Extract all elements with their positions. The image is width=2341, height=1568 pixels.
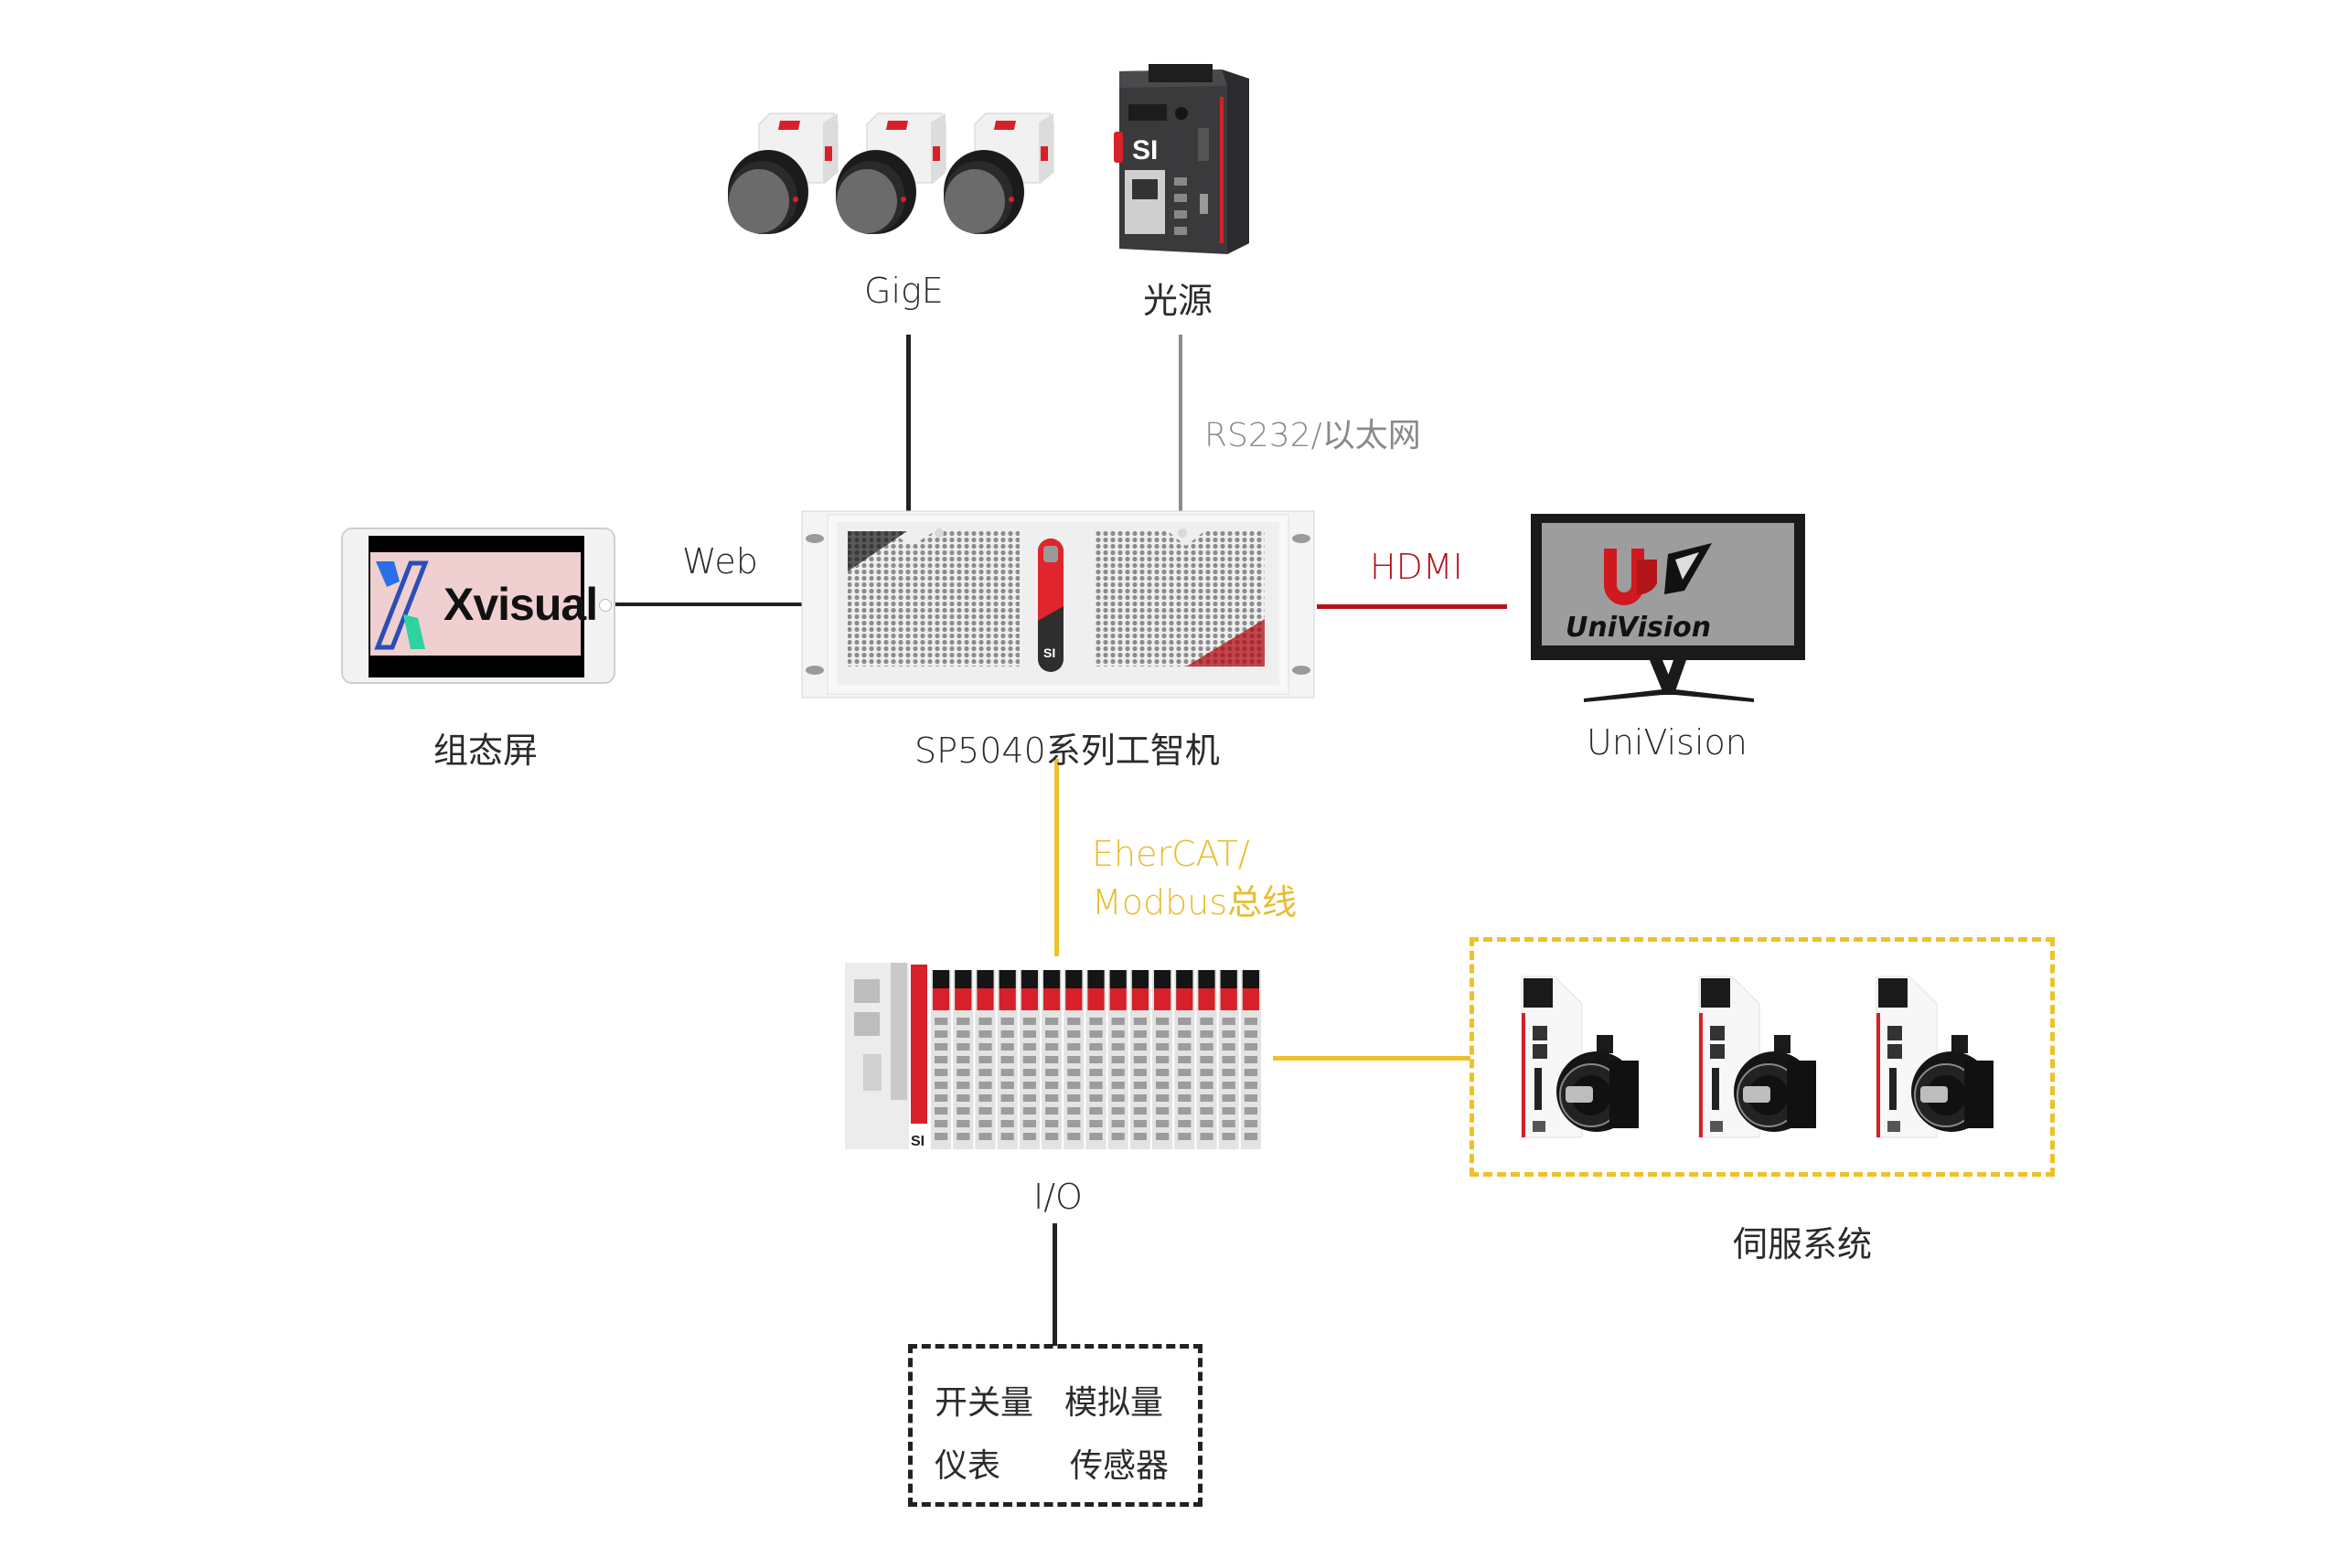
servo-drive-motor-icon — [1698, 976, 1817, 1138]
io-slice — [975, 970, 996, 1149]
univision-monitor: UniVision — [1529, 512, 1809, 706]
light-controller-icon: SI — [1114, 64, 1249, 254]
io-module-icon: SI — [845, 963, 1261, 1149]
io-slice — [1042, 970, 1063, 1149]
io-slice — [1107, 970, 1128, 1149]
svg-text:UniVision: UniVision — [1566, 612, 1711, 644]
field-device-analog: 模拟量 — [1064, 1384, 1164, 1422]
servo-bus-line — [1273, 1056, 1470, 1061]
servo-system-group — [1470, 937, 2055, 1177]
servo-drive-motor-icon — [1521, 976, 1639, 1138]
light-connection-line — [1179, 335, 1182, 512]
tablet-home-button — [599, 599, 612, 612]
web-connection-line — [615, 603, 802, 606]
camera-icon — [943, 112, 1054, 235]
monitor-label: UniVision — [1587, 722, 1748, 763]
svg-text:SI: SI — [911, 1134, 925, 1149]
io-slice — [1196, 970, 1217, 1149]
io-slice — [1064, 970, 1085, 1149]
camera-icon — [728, 112, 839, 234]
bus-label-line1: EherCAT/ — [1092, 834, 1250, 874]
camera-group-icon — [728, 112, 1054, 235]
hmi-tablet: Xvisual — [341, 528, 615, 684]
field-devices-group — [908, 1344, 1203, 1507]
io-slice — [1085, 970, 1106, 1149]
svg-text:SI: SI — [1132, 135, 1158, 165]
gige-connection-line — [906, 335, 911, 512]
hdmi-label: HDMI — [1370, 547, 1463, 587]
xvisual-logo-icon — [374, 560, 429, 650]
hmi-label: 组态屏 — [433, 731, 539, 771]
io-slice — [1240, 970, 1261, 1149]
monitor-icon: UniVision — [1531, 514, 1805, 702]
io-module-rack: SI — [845, 963, 1266, 1151]
hdmi-connection-line — [1317, 604, 1507, 609]
io-slice — [1174, 970, 1195, 1149]
servo-drive-motor-icon — [1876, 976, 1994, 1138]
camera-icon — [835, 112, 946, 235]
field-device-digital: 开关量 — [935, 1384, 1034, 1422]
rs232-ethernet-label: RS232/以太网 — [1204, 417, 1421, 454]
io-slice — [953, 970, 974, 1149]
light-source-device: SI — [1112, 60, 1255, 256]
io-slice — [931, 970, 952, 1149]
io-slice — [997, 970, 1018, 1149]
field-device-instrument: 仪表 — [935, 1447, 1001, 1485]
io-slice — [1019, 970, 1040, 1149]
servo-units — [1518, 976, 2030, 1141]
sp5040-ipc: SI — [801, 510, 1315, 699]
io-slice — [1218, 970, 1239, 1149]
bus-label-line2: Modbus总线 — [1092, 882, 1298, 923]
io-label: I/O — [1033, 1177, 1083, 1217]
tablet-screen-content: Xvisual — [370, 552, 598, 656]
gige-label: GigE — [864, 271, 944, 311]
industrial-pc-icon: SI — [801, 510, 1315, 699]
io-slice — [1152, 970, 1173, 1149]
tablet-screen: Xvisual — [369, 536, 598, 677]
light-source-label: 光源 — [1143, 281, 1213, 321]
bus-connection-line — [1054, 759, 1059, 956]
servo-system-label: 伺服系统 — [1733, 1224, 1873, 1264]
web-label: Web — [682, 541, 758, 581]
field-device-sensor: 传感器 — [1070, 1447, 1170, 1485]
ipc-label: SP5040系列工智机 — [914, 731, 1220, 771]
servo-group-icon — [1521, 976, 1994, 1138]
io-field-line — [1053, 1223, 1057, 1346]
io-slice — [1129, 970, 1150, 1149]
gige-cameras — [722, 108, 1061, 240]
svg-text:SI: SI — [1043, 645, 1055, 660]
xvisual-brand-text: Xvisual — [444, 579, 598, 630]
